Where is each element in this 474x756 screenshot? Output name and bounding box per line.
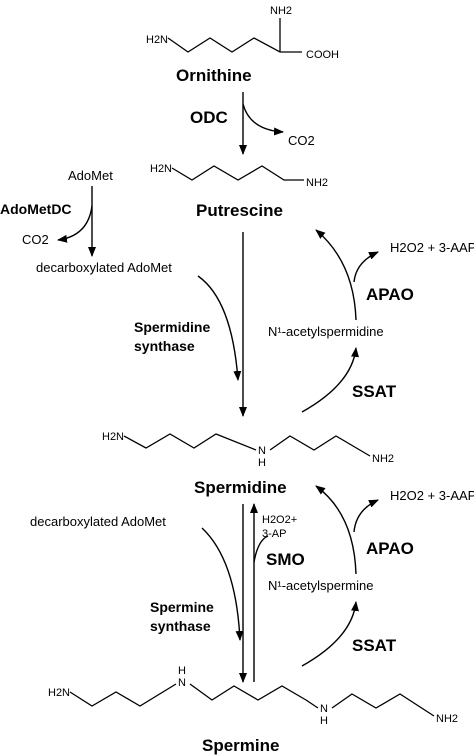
odc-co2-label: CO2: [288, 133, 315, 148]
spermidine-nh2-label: NH2: [372, 453, 394, 465]
spermidine-chain-left: [123, 433, 257, 451]
h2o2-3aap-2-label: H2O2 + 3-AAP: [390, 488, 474, 503]
spermine-synthase-line2: synthase: [150, 618, 211, 634]
spermine-nh2-label: NH2: [436, 713, 458, 725]
apao-2-byproduct-arrow: [353, 499, 379, 533]
spermine-h2n-label: H2N: [48, 687, 70, 699]
smo-byproduct-line1: H2O2+: [262, 514, 297, 526]
spermidine-synthase-line1: Spermidine: [134, 319, 210, 335]
ornithine-structure: NH2 H2N COOH: [146, 5, 339, 61]
apao-2-label: APAO: [366, 539, 414, 558]
putrescine-nh2-label: NH2: [306, 177, 328, 189]
spermine-n1-label: N: [178, 677, 186, 689]
putrescine-chain: [171, 165, 304, 181]
spermidine-n-label: N: [258, 445, 266, 457]
spermine-chain-a: [69, 683, 177, 707]
acetylspermidine-label: N¹-acetylspermidine: [268, 324, 384, 339]
spermine-chain-c: [331, 693, 435, 717]
ornithine-name: Ornithine: [176, 66, 252, 85]
spermidine-h2n-label: H2N: [102, 431, 124, 443]
apao-1-label: APAO: [366, 285, 414, 304]
spermine-synthase-line1: Spermine: [150, 599, 214, 615]
odc-label: ODC: [190, 108, 228, 127]
h2o2-3aap-1-label: H2O2 + 3-AAP: [390, 240, 474, 255]
spermidine-h-label: H: [258, 457, 266, 469]
ornithine-nh2-label: NH2: [270, 5, 292, 17]
acetylspermine-label: N¹-acetylspermine: [268, 578, 373, 593]
adometdc-co2-arrow: [57, 205, 93, 243]
ornithine-cooh-label: COOH: [306, 49, 339, 61]
decarboxylated-adomet-2: decarboxylated AdoMet: [30, 514, 166, 529]
adometdc-label: AdoMetDC: [0, 201, 72, 217]
ornithine-h2n-label: H2N: [146, 34, 168, 46]
spermine-n2-label: N: [320, 703, 328, 715]
putrescine-structure: H2N NH2: [150, 163, 328, 189]
spermidine-chain-right: [269, 435, 371, 457]
spermine-h1-label: H: [178, 665, 186, 677]
spermine-structure: H2N H N N H NH2: [48, 665, 458, 727]
spermidine-structure: H2N N H NH2: [102, 431, 394, 469]
ornithine-chain: [167, 37, 302, 53]
spermidine-synthase-line2: synthase: [134, 338, 195, 354]
adometdc-co2-label: CO2: [22, 232, 49, 247]
smo-label: SMO: [266, 550, 305, 569]
spermine-name: Spermine: [202, 736, 279, 755]
ssat-2-label: SSAT: [352, 636, 397, 655]
smo-byproduct-arrow: [253, 535, 269, 563]
odc-co2-arrow: [242, 103, 284, 136]
decarboxylated-adomet-2-arrow: [201, 527, 244, 641]
putrescine-h2n-label: H2N: [150, 163, 172, 175]
smo-byproduct-line2: 3-AP: [262, 528, 286, 540]
ssat-1-arrow: [301, 347, 359, 413]
adomet-label: AdoMet: [68, 168, 113, 183]
apao-1-arrow: [315, 229, 357, 321]
ssat-1-label: SSAT: [352, 382, 397, 401]
decarboxylated-adomet-1-arrow: [197, 275, 242, 381]
apao-1-byproduct-arrow: [353, 251, 379, 283]
spermine-h2-label: H: [320, 715, 328, 727]
spermine-chain-b: [189, 683, 319, 709]
apao-2-arrow: [315, 485, 357, 575]
decarboxylated-adomet-1: decarboxylated AdoMet: [36, 260, 172, 275]
putrescine-name: Putrescine: [196, 201, 283, 220]
spermidine-name: Spermidine: [194, 478, 287, 497]
ssat-2-arrow: [301, 601, 359, 667]
